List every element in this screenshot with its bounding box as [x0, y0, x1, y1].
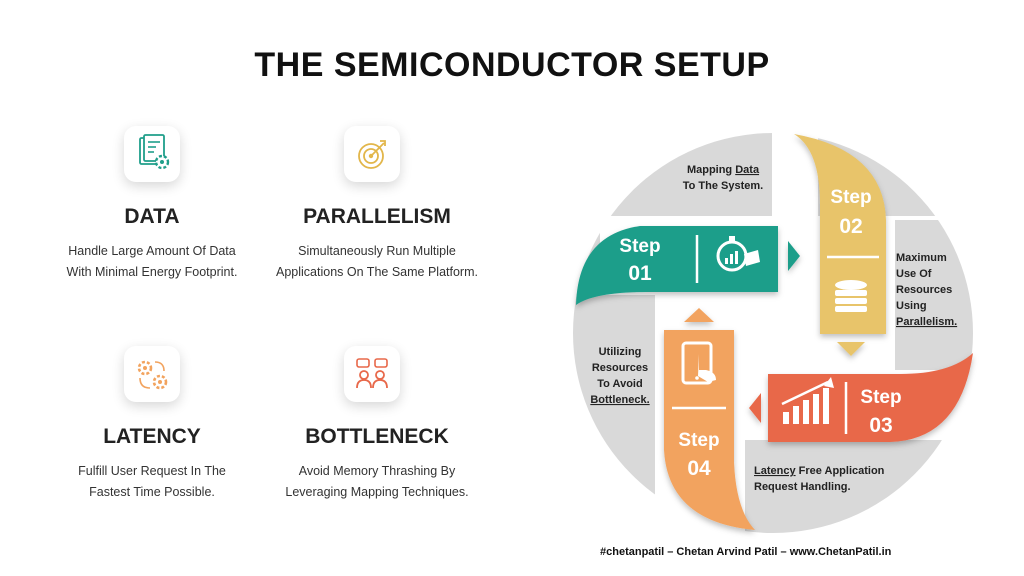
database-icon [835, 280, 867, 312]
people-chat-icon [344, 346, 400, 402]
step-03-label: Step [860, 387, 901, 408]
note-left: To Avoid [597, 378, 642, 390]
step-02-label: Step [830, 187, 871, 208]
touch-tablet-icon [681, 341, 716, 385]
step-02-ribbon [794, 134, 886, 356]
note-left: Bottleneck. [590, 394, 649, 406]
growth-chart-icon [781, 377, 834, 424]
note-top: Mapping Data [687, 164, 760, 176]
footer-credit: #chetanpatil – Chetan Arvind Patil – www… [600, 546, 892, 558]
note-right: Parallelism. [896, 316, 957, 328]
grey-ring [573, 133, 973, 533]
step-04-number: 04 [687, 457, 711, 480]
step-01-ribbon [576, 226, 800, 305]
stopwatch-hand-icon [716, 236, 760, 272]
page-title: THE SEMICONDUCTOR SETUP [254, 46, 770, 84]
target-icon [344, 126, 400, 182]
step-03-ribbon [749, 353, 973, 442]
step-02-number: 02 [839, 215, 862, 238]
step-01-number: 01 [628, 262, 652, 285]
data-settings-icon [124, 126, 180, 182]
note-right: Maximum [896, 252, 947, 264]
feature-heading: LATENCY [103, 425, 201, 448]
gears-cycle-icon [124, 346, 180, 402]
step-04-label: Step [678, 430, 719, 451]
ring-segment-left [573, 295, 655, 533]
note-right: Use Of [896, 268, 932, 280]
note-left: Utilizing [599, 346, 642, 358]
note-right: Using [896, 300, 927, 312]
feature-heading: BOTTLENECK [305, 425, 449, 448]
step-03-number: 03 [869, 414, 892, 437]
note-bottom: Request Handling. [754, 481, 851, 493]
note-right: Resources [896, 284, 952, 296]
note-bottom: Latency Free Application [754, 465, 885, 477]
note-top: To The System. [683, 180, 763, 192]
step-01-label: Step [619, 236, 660, 257]
step-04-ribbon [664, 308, 755, 530]
note-left: Resources [592, 362, 648, 374]
feature-heading: DATA [124, 205, 180, 228]
feature-heading: PARALLELISM [303, 205, 451, 228]
